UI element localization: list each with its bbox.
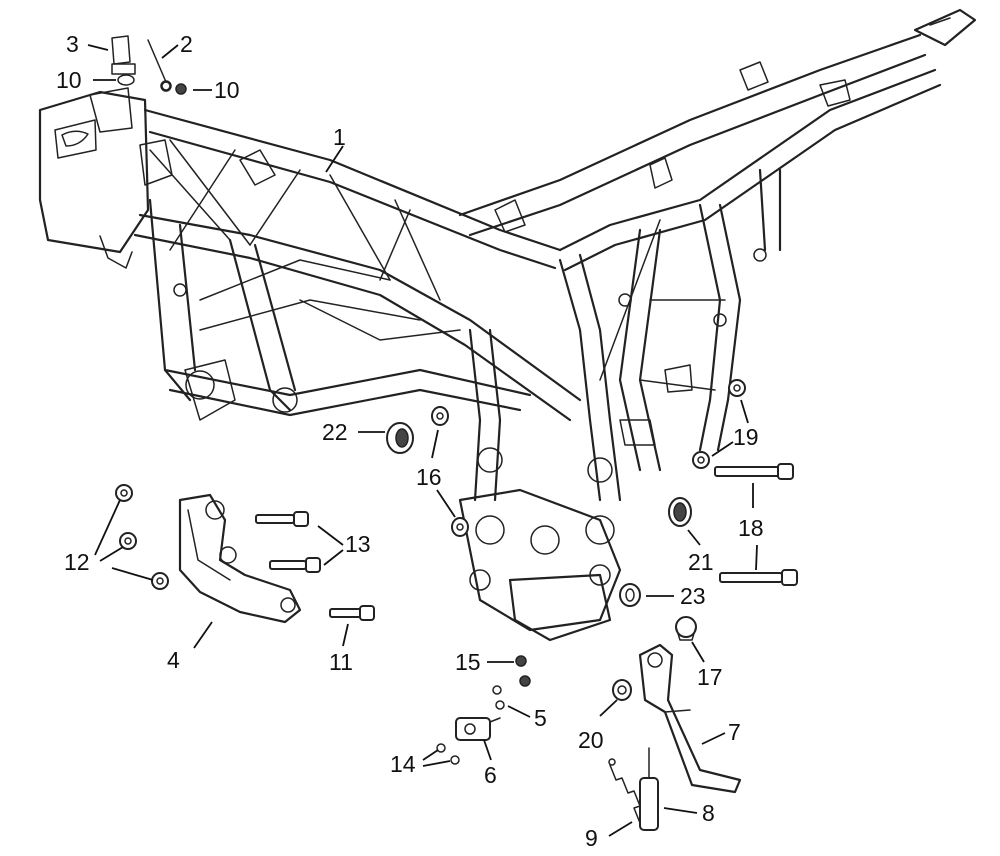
washer-part-16-top [431, 406, 449, 426]
washer-part-16-bottom [451, 517, 469, 537]
switch-part-6 [455, 717, 501, 741]
callout-13: 13 [345, 531, 371, 557]
screw-part-14-a [436, 743, 446, 753]
callout-22: 22 [322, 419, 348, 445]
engine-bracket-part-4 [178, 493, 302, 624]
bolt-part-18-bottom [719, 569, 798, 586]
screw-part-5-a [492, 685, 502, 695]
callout-18: 18 [738, 515, 764, 541]
callout-17: 17 [697, 664, 723, 690]
spring-part-9 [608, 758, 641, 824]
washer-part-10-right [160, 80, 187, 95]
callout-5: 5 [534, 705, 547, 731]
bolt-part-13-a [255, 511, 309, 527]
screw-part-15-a [515, 655, 527, 667]
nut-part-12-b [119, 532, 137, 550]
callout-9: 9 [585, 825, 598, 851]
callout-16: 16 [416, 464, 442, 490]
callout-20: 20 [578, 727, 604, 753]
callout-15: 15 [455, 649, 481, 675]
screw-part-15-b [519, 675, 531, 687]
screw-part-14-b [450, 755, 460, 765]
pin-part-2 [147, 39, 171, 91]
callout-4: 4 [167, 647, 180, 673]
side-stand-part-7 [638, 643, 742, 794]
callout-19: 19 [733, 424, 759, 450]
callout-12: 12 [64, 549, 90, 575]
callout-7: 7 [728, 719, 741, 745]
bushing-part-17 [675, 616, 697, 641]
callout-21: 21 [688, 549, 714, 575]
washer-part-10-left [117, 74, 135, 86]
screw-part-5-b [495, 700, 505, 710]
callout-2: 2 [180, 31, 193, 57]
callout-10-right: 10 [214, 77, 240, 103]
callout-6: 6 [484, 762, 497, 788]
callout-11: 11 [329, 649, 353, 675]
sleeve-part-8 [639, 747, 659, 831]
callout-10-left: 10 [56, 67, 82, 93]
bracket-part-3 [111, 35, 136, 75]
nut-part-19-top [728, 379, 746, 397]
bolt-part-13-b [269, 557, 321, 573]
callout-23: 23 [680, 583, 706, 609]
leader-lines [87, 44, 758, 837]
bolt-part-11 [329, 605, 375, 621]
bushing-part-22 [386, 422, 414, 454]
bolt-part-18-top [714, 463, 794, 480]
callout-1: 1 [333, 124, 346, 150]
callout-14: 14 [390, 751, 416, 777]
main-frame [38, 8, 977, 642]
bushing-part-23 [619, 583, 641, 607]
callout-labels: 1 2 3 4 5 6 7 8 9 10 10 11 12 13 14 15 1… [56, 31, 764, 851]
bushing-part-21 [668, 497, 692, 527]
nut-part-12-a [115, 484, 133, 502]
washer-part-20 [612, 679, 632, 701]
nut-part-19-bottom [692, 451, 710, 469]
callout-8: 8 [702, 800, 715, 826]
callout-3: 3 [66, 31, 79, 57]
nut-part-12-c [151, 572, 169, 590]
